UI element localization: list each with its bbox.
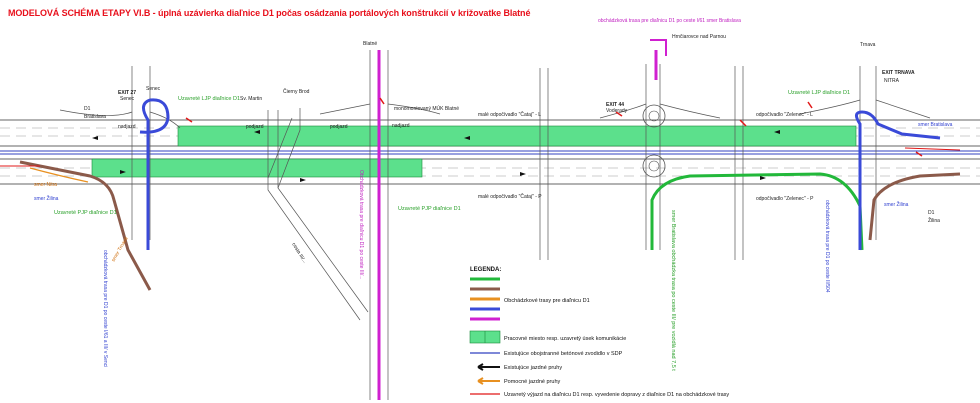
detour-route-blue-right: [855, 110, 941, 250]
legend-detour-routes: Obchádzkové trasy pre diaľnicu D1: [504, 298, 590, 304]
label-exit44: EXIT 44: [606, 102, 624, 108]
label-hrnciarovce: Hrnčiarovce nad Parnou: [672, 34, 726, 40]
closed-exit-markers: [185, 97, 923, 157]
label-d1-right: D1: [928, 210, 935, 216]
direction-arrows: [92, 130, 780, 182]
work-zone-right-carriageway: [91, 158, 423, 178]
roundabout-voderady-south: [642, 154, 666, 178]
page-title: MODELOVÁ SCHÉMA ETAPY VI.B - úplná uzávi…: [8, 8, 531, 18]
detour-route-brown-right: [868, 172, 961, 241]
label-monolit: monomontovaný MÚK Blatné: [394, 105, 459, 112]
label-nadjazd-1: nadjazd: [118, 124, 136, 130]
label-closed-pjp-center: Uzavreté PJP diaľnice D1: [398, 206, 461, 212]
label-zilina-right: Žilina: [928, 216, 940, 224]
cross-roads: [59, 50, 931, 400]
label-sv-martin: Sv. Martin: [240, 96, 262, 102]
label-vertical-cesta: cesta III/...: [290, 242, 307, 265]
legend-work-zone: Pracovné miesto resp. uzavretý úsek komu…: [504, 336, 626, 342]
label-bratislava-left: Bratislava: [84, 114, 106, 120]
label-exit-trnava: EXIT TRNAVA: [882, 70, 915, 76]
label-vertical-green: smer Bratislava obchádzka trasa po ceste…: [670, 210, 676, 371]
label-vertical-magenta: Obchádzková trasa pre diaľnicu D1 po ces…: [358, 170, 364, 280]
label-odpocivadlo-l: odpočívadlo "Zelenec" - L: [756, 112, 813, 118]
label-exit27: EXIT 27: [118, 90, 136, 96]
legend-barrier: Existujúce obojstranné betónové zvodidlo…: [504, 351, 623, 357]
label-odpocivadlo-p: odpočívadlo "Zelenec" - P: [756, 196, 814, 202]
detour-route-blue-left: [139, 98, 170, 250]
label-male-odpocivadlo-l: malé odpočívadlo "Čataj" - L: [478, 111, 541, 118]
label-smer-zilina-right: smer Žilina: [884, 200, 909, 208]
label-senec: Senec: [120, 96, 135, 102]
label-blatne-top: Blatné: [363, 41, 377, 47]
label-smer-zilina-left: smer Žilina: [34, 194, 59, 202]
label-smer-bratislava-right: smer Bratislava: [918, 122, 953, 128]
label-magenta-note: obchádzková trasa pre diaľnicu D1 po ces…: [598, 18, 741, 24]
label-smer-nitra: smer Nitra: [34, 182, 57, 188]
legend: LEGENDA: Obchádzkové trasy pre diaľnicu …: [469, 267, 729, 398]
legend-existing-lanes: Existujúce jazdné pruhy: [504, 365, 562, 371]
label-closed-ljp-right: Uzavreté LJP diaľnice D1: [788, 90, 850, 96]
detour-route-brown-left: [19, 160, 152, 291]
label-podjazd-2: podjazd: [330, 124, 348, 130]
legend-swatch-existing-lanes: [477, 363, 500, 371]
label-podjazd-1: podjazd: [246, 124, 264, 130]
label-voderady: Voderady: [606, 108, 628, 114]
legend-swatch-aux-lanes: [477, 377, 500, 385]
label-vertical-blue-right: obchádzková trasa pre D1 po ceste II/504: [824, 200, 830, 293]
legend-aux-lanes: Pomocné jazdné pruhy: [504, 379, 561, 385]
label-closed-pjp-left: Uzavreté PJP diaľnice D1: [54, 210, 117, 216]
label-cierny-brod: Čierny Brod: [283, 88, 310, 95]
label-nitra: NITRA: [884, 78, 900, 84]
label-senec-top: Senec: [146, 86, 161, 92]
label-male-odpocivadlo-p: malé odpočívadlo "Čataj" - P: [478, 193, 542, 200]
label-nadjazd-2: nadjazd: [392, 123, 410, 129]
legend-closed-exit: Uzavretý výjazd na diaľnicu D1 resp. vyv…: [504, 392, 729, 398]
label-d1-left: D1: [84, 106, 91, 112]
label-vertical-blue-left: obchádzková trasa pre D1 po ceste I/61 a…: [102, 250, 108, 367]
roundabout-voderady: [642, 104, 666, 128]
label-closed-ljp-left: Uzavreté LJP diaľnice D1: [178, 96, 240, 102]
legend-title: LEGENDA:: [470, 267, 501, 273]
work-zone-left-carriageway: [177, 125, 857, 147]
detour-route-green: [650, 172, 864, 251]
label-trnava-top: Trnava: [860, 42, 876, 48]
